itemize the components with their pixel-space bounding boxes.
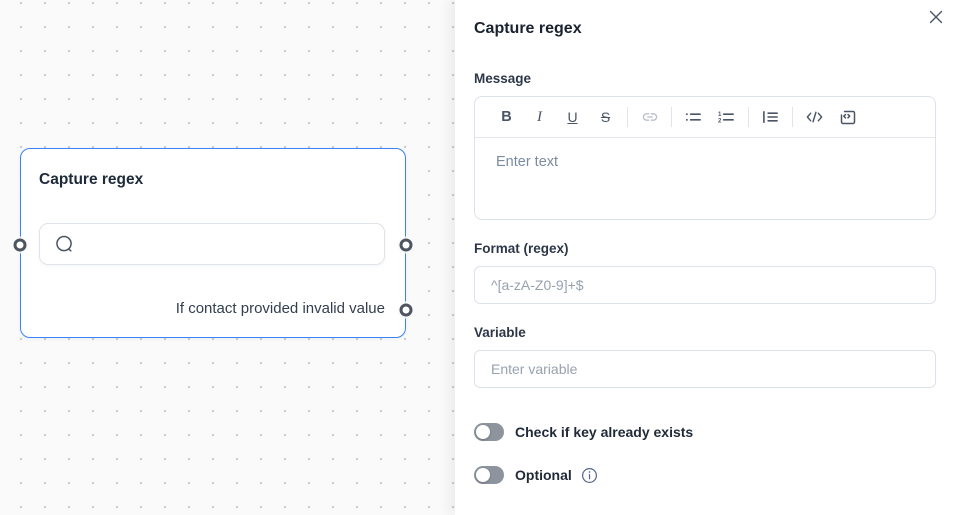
optional-toggle-label: Optional [515, 467, 572, 483]
rich-text-editor: B I U S [474, 96, 936, 220]
check-key-toggle-row: Check if key already exists [474, 423, 936, 441]
invalid-value-label: If contact provided invalid value [175, 300, 385, 317]
toolbar-divider [627, 107, 628, 127]
bold-button[interactable]: B [496, 105, 518, 129]
settings-panel: Capture regex Message B I U S [455, 0, 956, 515]
invalid-output-port[interactable] [399, 303, 413, 317]
input-port-left[interactable] [13, 238, 27, 252]
variable-section: Variable [474, 325, 936, 388]
optional-toggle[interactable] [474, 466, 504, 484]
flow-canvas[interactable]: Capture regex If contact provided invali… [0, 0, 455, 515]
blockquote-icon[interactable] [760, 105, 782, 129]
info-icon[interactable] [581, 467, 598, 484]
close-icon[interactable] [927, 8, 945, 26]
bullet-list-icon[interactable] [683, 105, 705, 129]
message-placeholder: Enter text [496, 154, 559, 170]
message-label: Message [474, 71, 532, 86]
svg-text:1: 1 [718, 111, 722, 118]
variable-input[interactable] [474, 350, 936, 388]
node-title: Capture regex [39, 171, 144, 188]
italic-button[interactable]: I [529, 105, 551, 129]
message-input[interactable]: Enter text [475, 138, 935, 219]
check-key-toggle-label: Check if key already exists [515, 424, 694, 440]
message-section: Message B I U S [474, 71, 936, 220]
capture-regex-node[interactable]: Capture regex If contact provided invali… [20, 148, 406, 338]
panel-title: Capture regex [474, 20, 582, 37]
code-block-icon[interactable] [837, 105, 859, 129]
toolbar-divider [792, 107, 793, 127]
toggle-knob [476, 468, 490, 482]
toggle-knob [476, 425, 490, 439]
strikethrough-button[interactable]: S [595, 105, 617, 129]
toolbar-divider [748, 107, 749, 127]
check-key-toggle[interactable] [474, 423, 504, 441]
output-port-right[interactable] [399, 238, 413, 252]
variable-label: Variable [474, 325, 526, 340]
ordered-list-icon[interactable]: 1 2 [716, 105, 738, 129]
chat-bubble-icon [54, 234, 75, 255]
link-icon[interactable] [639, 105, 661, 129]
editor-toolbar: B I U S [475, 97, 935, 138]
code-icon[interactable] [804, 105, 826, 129]
underline-button[interactable]: U [562, 105, 584, 129]
optional-toggle-row: Optional [474, 466, 936, 484]
svg-text:2: 2 [718, 118, 722, 125]
node-message-preview[interactable] [39, 223, 385, 265]
format-label: Format (regex) [474, 241, 569, 256]
format-regex-input[interactable] [474, 266, 936, 304]
format-section: Format (regex) [474, 241, 936, 304]
toolbar-divider [671, 107, 672, 127]
